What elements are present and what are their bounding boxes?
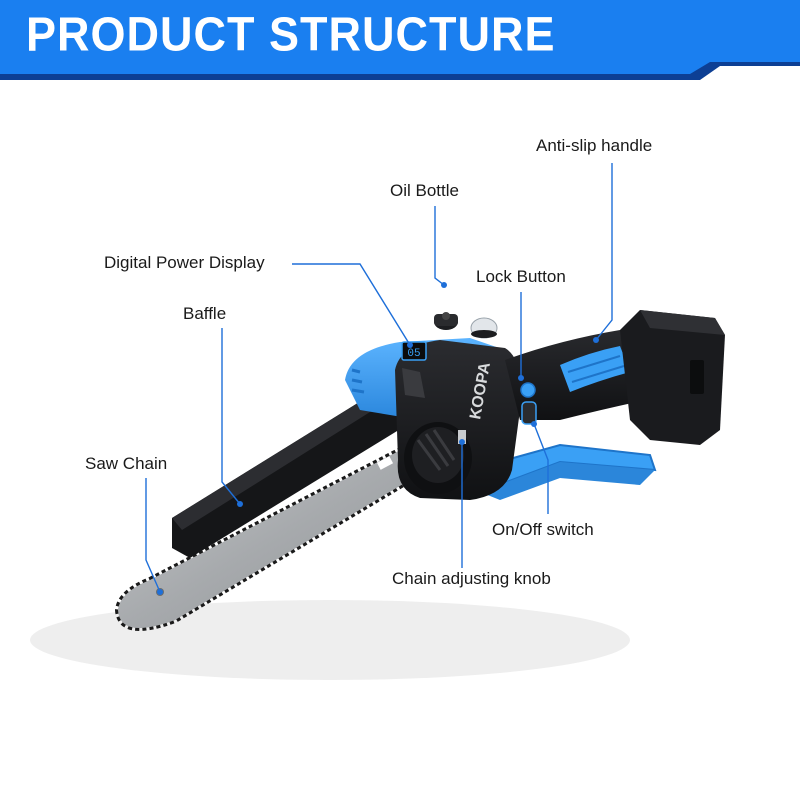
- lock-button: [520, 382, 536, 398]
- page-title: PRODUCT STRUCTURE: [26, 6, 556, 62]
- label-anti-slip-handle: Anti-slip handle: [536, 136, 653, 155]
- leader-dots: [157, 282, 599, 595]
- header-background: [0, 0, 800, 80]
- leader-anti-slip-handle: [595, 163, 613, 341]
- label-oil-bottle: Oil Bottle: [390, 181, 459, 200]
- bar-slot: [376, 456, 394, 470]
- header-band: PRODUCT STRUCTURE: [0, 0, 800, 80]
- leader-lines: [145, 163, 613, 593]
- label-on-off-switch: On/Off switch: [492, 520, 594, 539]
- label-digital-power-display: Digital Power Display: [104, 253, 265, 272]
- leader-on-off-switch: [533, 423, 549, 514]
- digital-display: 05: [401, 341, 427, 361]
- label-lock-button: Lock Button: [476, 267, 566, 286]
- leader-digital-power-display: [292, 263, 411, 346]
- leader-saw-chain: [145, 478, 161, 593]
- clear-cap: [470, 317, 498, 339]
- leader-baffle: [221, 328, 241, 505]
- battery-housing: [620, 310, 725, 445]
- oil-bottle: [434, 312, 458, 330]
- label-chain-adjusting-knob: Chain adjusting knob: [392, 569, 551, 588]
- display-reading: 05: [407, 348, 420, 360]
- chain-adjusting-knob: [404, 422, 472, 494]
- on-off-switch: [521, 401, 537, 425]
- label-baffle: Baffle: [183, 304, 227, 323]
- baffle: [172, 380, 415, 558]
- label-saw-chain: Saw Chain: [85, 454, 168, 473]
- leader-oil-bottle: [434, 206, 445, 286]
